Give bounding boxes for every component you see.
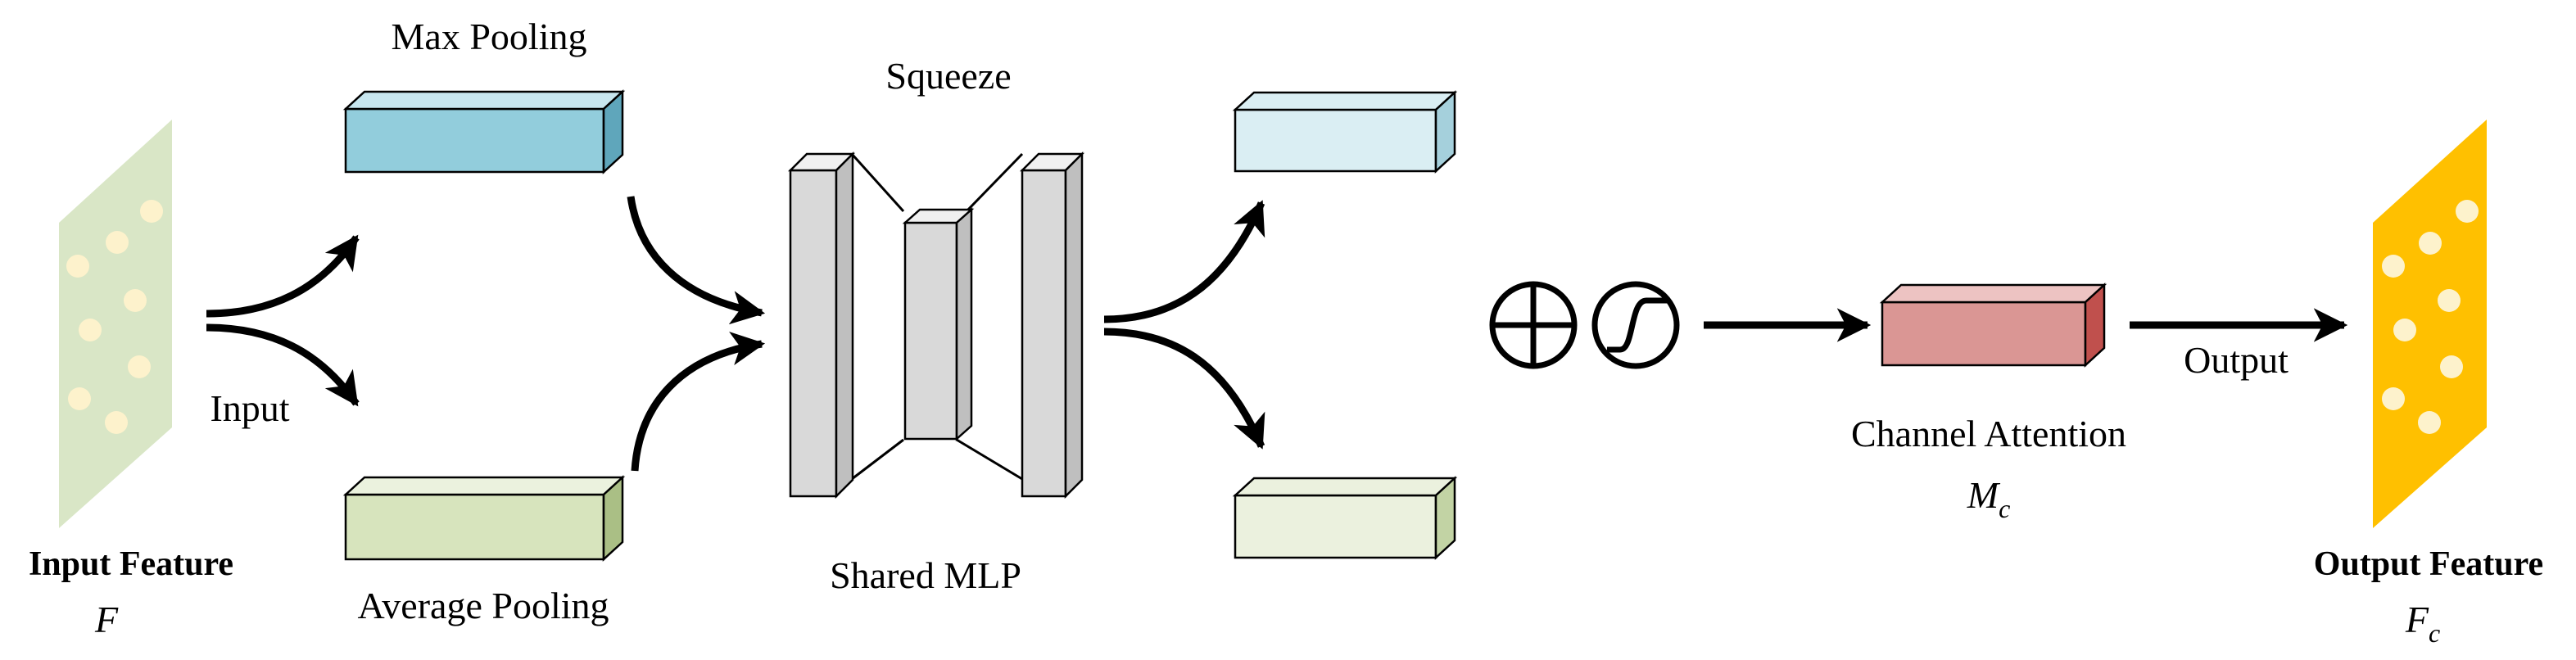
mlp-connector bbox=[956, 438, 1023, 481]
feature-dot bbox=[66, 255, 89, 278]
mlp-right-layer-front bbox=[1021, 169, 1067, 498]
input-feature-panel bbox=[59, 120, 172, 528]
sigmoid-icon bbox=[1591, 281, 1680, 369]
mlp-left-layer-front bbox=[789, 169, 838, 498]
avg-pool-to-mlp-arrow bbox=[631, 332, 766, 472]
output-feature-symbol-subscript: c bbox=[2429, 618, 2440, 648]
squeeze-label: Squeeze bbox=[885, 55, 1011, 97]
mlp-middle-layer-side bbox=[955, 207, 973, 441]
average-pooling-top bbox=[342, 476, 626, 496]
channel-attention-top bbox=[1879, 283, 2107, 304]
input-split-arrows bbox=[206, 234, 360, 407]
feature-dot bbox=[2382, 255, 2405, 278]
feature-dot bbox=[2393, 319, 2416, 341]
feature-dot bbox=[106, 231, 129, 254]
output-feature-map bbox=[2373, 120, 2487, 528]
input-feature-map bbox=[59, 120, 172, 528]
channel-attention-block bbox=[1879, 283, 2107, 368]
average-pooling-label: Average Pooling bbox=[357, 585, 609, 626]
mlp-output-bottom-block bbox=[1232, 476, 1458, 560]
max-pooling-front bbox=[344, 107, 605, 174]
shared-mlp-label: Shared MLP bbox=[830, 554, 1021, 596]
mlp-connector bbox=[851, 438, 904, 481]
input-feature-symbol: F bbox=[94, 599, 119, 640]
channel-attention-side bbox=[2084, 283, 2106, 368]
mlp-output-arrows bbox=[1103, 200, 1265, 450]
mlp-output-top-side bbox=[1434, 90, 1456, 174]
max-pool-to-mlp-arrow bbox=[627, 196, 766, 325]
output-label: Output bbox=[2184, 339, 2289, 381]
mlp-middle-layer-front bbox=[903, 221, 958, 441]
circled-plus-icon bbox=[1489, 281, 1578, 369]
feature-dot bbox=[2418, 411, 2441, 434]
max-pooling-label: Max Pooling bbox=[392, 16, 587, 57]
input-arrow-down bbox=[206, 323, 360, 407]
channel-attention-label: Channel Attention bbox=[1851, 413, 2126, 454]
feature-dot bbox=[2440, 355, 2463, 378]
shared-mlp bbox=[787, 151, 1085, 500]
mlp-to-top-output-arrow bbox=[1103, 200, 1265, 323]
input-feature-dots bbox=[66, 200, 163, 434]
channel-attention-symbol: Mc bbox=[1967, 474, 2011, 523]
mlp-to-bottom-output-arrow bbox=[1103, 328, 1265, 450]
mlp-output-bottom-side bbox=[1434, 476, 1456, 560]
output-feature-dots bbox=[2382, 200, 2479, 434]
channel-attention-symbol-main: M bbox=[1967, 474, 2001, 516]
input-feature-label: Input Feature bbox=[29, 545, 233, 583]
feature-dot bbox=[79, 319, 102, 341]
channel-attention-symbol-subscript: c bbox=[1999, 494, 2010, 523]
mlp-left-layer-side bbox=[835, 151, 854, 500]
max-pooling-top bbox=[342, 90, 626, 111]
mlp-output-top-front bbox=[1234, 108, 1437, 173]
output-feature-panel bbox=[2373, 120, 2487, 528]
mlp-connector bbox=[850, 152, 905, 213]
max-pooling-block bbox=[342, 89, 626, 174]
feature-dot bbox=[128, 355, 151, 378]
input-label: Input bbox=[210, 387, 289, 429]
mlp-output-bottom-top bbox=[1232, 477, 1458, 497]
feature-dot bbox=[105, 411, 128, 434]
max-pooling-side bbox=[602, 89, 624, 174]
pooling-to-mlp-arrows bbox=[627, 196, 766, 472]
output-feature-symbol-main: F bbox=[2405, 599, 2429, 640]
mlp-output-bottom-front bbox=[1234, 494, 1437, 559]
feature-dot bbox=[68, 387, 91, 410]
feature-dot bbox=[124, 289, 147, 312]
feature-dot bbox=[2438, 289, 2461, 312]
average-pooling-front bbox=[344, 493, 605, 561]
feature-dot bbox=[2382, 387, 2405, 410]
output-feature-label: Output Feature bbox=[2314, 545, 2543, 583]
sigmoid-ring bbox=[1591, 281, 1680, 369]
average-pooling-side bbox=[602, 475, 624, 562]
feature-dot bbox=[2419, 232, 2442, 255]
mlp-right-layer-side bbox=[1064, 151, 1084, 500]
mlp-connector bbox=[965, 152, 1024, 213]
mlp-connector-lines bbox=[850, 152, 1024, 481]
mlp-output-top-block bbox=[1232, 90, 1458, 174]
channel-attention-front bbox=[1881, 301, 2087, 367]
output-feature-symbol: Fc bbox=[2405, 599, 2440, 648]
mlp-output-top-top bbox=[1232, 91, 1458, 111]
average-pooling-block bbox=[342, 475, 626, 562]
feature-dot bbox=[140, 200, 163, 223]
input-arrow-up bbox=[206, 234, 360, 318]
sigmoid-curve bbox=[1607, 297, 1667, 353]
feature-dot bbox=[2456, 200, 2479, 223]
